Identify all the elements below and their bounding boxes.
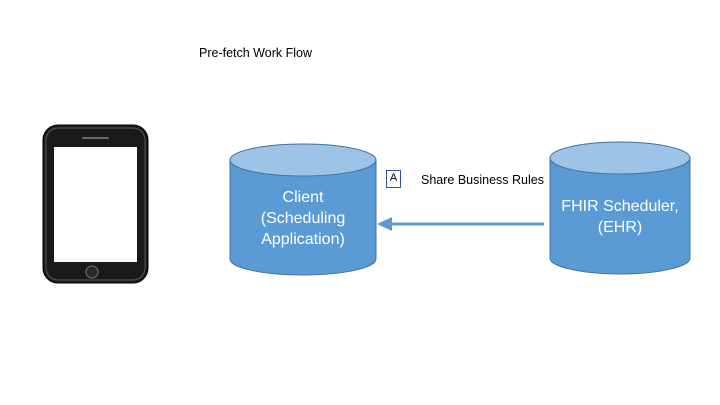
client-label: Client (Scheduling Application): [230, 187, 376, 250]
ehr-label-line: (EHR): [597, 219, 643, 236]
share-rules-arrow: [377, 217, 544, 231]
smartphone-icon: [42, 124, 149, 284]
ehr-label-line: FHIR Scheduler,: [561, 198, 679, 215]
client-label-line: Application): [261, 231, 345, 248]
client-label-line: (Scheduling: [260, 210, 346, 227]
diagram-title: Pre-fetch Work Flow: [199, 46, 312, 60]
phone-home-button: [85, 265, 99, 279]
ehr-label: FHIR Scheduler, (EHR): [550, 196, 690, 238]
phone-screen: [54, 147, 137, 262]
arrow-label: Share Business Rules: [421, 173, 544, 187]
client-label-line: Client: [282, 189, 324, 206]
ehr-cylinder: [549, 141, 691, 275]
client-cylinder: [229, 143, 377, 276]
step-badge-a: A: [386, 170, 401, 188]
